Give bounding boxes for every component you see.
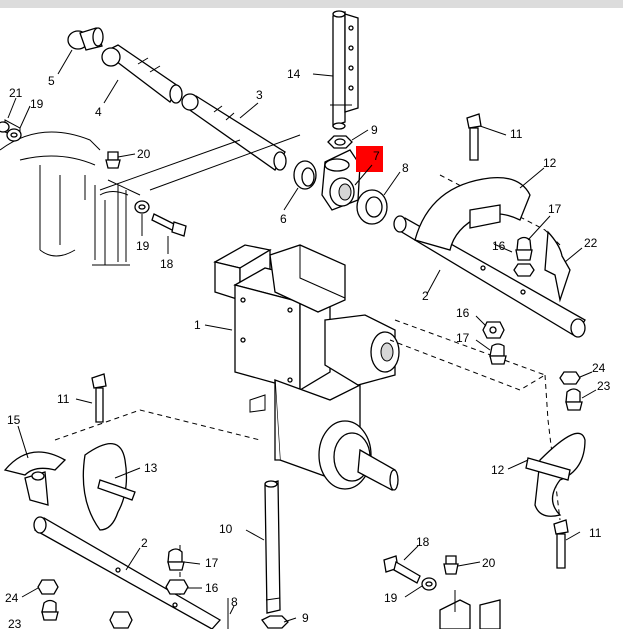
viewer-top-strip (0, 0, 623, 8)
nut-16-mid (482, 321, 505, 339)
callout-21[interactable]: 21 (9, 86, 23, 100)
deflector-13 (82, 443, 136, 531)
cap-nut-23-right (565, 388, 583, 411)
leader-lines (7, 49, 597, 623)
cap-nut-16-top (515, 236, 533, 261)
grease-fitting-20-bottom (443, 555, 459, 575)
washer-19-bottom (421, 577, 437, 591)
frame-fragment-left (0, 119, 141, 266)
callout-23-left[interactable]: 23 (8, 617, 22, 629)
callout-20-top[interactable]: 20 (137, 147, 151, 161)
callout-9-top[interactable]: 9 (371, 123, 378, 137)
callout-11-bottom[interactable]: 11 (589, 526, 602, 540)
bolt-11-top (466, 113, 482, 161)
bushing-6 (293, 160, 317, 190)
callout-6[interactable]: 6 (280, 212, 287, 226)
callout-3[interactable]: 3 (256, 88, 263, 102)
callout-23-right[interactable]: 23 (597, 379, 611, 393)
callout-12-top[interactable]: 12 (543, 156, 557, 170)
callout-17-mid[interactable]: 17 (456, 331, 470, 345)
cap-nut-17-left (167, 548, 185, 571)
pin-5 (67, 27, 104, 51)
callout-4[interactable]: 4 (95, 105, 102, 119)
gearbox-1 (213, 244, 400, 492)
bolt-18-left (151, 213, 187, 237)
bolt-11-bottom (553, 519, 569, 569)
washer-21 (0, 121, 10, 133)
callout-24-right[interactable]: 24 (592, 361, 606, 375)
callout-19-mid[interactable]: 19 (136, 239, 150, 253)
nut-24-right (559, 371, 581, 385)
cap-nut-17-mid (489, 343, 507, 365)
callout-24-left[interactable]: 24 (5, 591, 19, 605)
callout-10[interactable]: 10 (219, 522, 233, 536)
nut-16-left (165, 579, 189, 595)
deflector-12-bottom (525, 432, 586, 517)
callout-5[interactable]: 5 (48, 74, 55, 88)
bearing-8 (356, 189, 388, 225)
callout-16-bottom[interactable]: 16 (205, 581, 219, 595)
callout-22[interactable]: 22 (584, 236, 598, 250)
shaft-4 (101, 44, 183, 104)
deflector-12-top (414, 176, 531, 251)
bolt-18-bottom (383, 555, 421, 584)
callout-16-mid[interactable]: 16 (456, 306, 470, 320)
arm-2-left (33, 516, 222, 629)
tine-22 (544, 230, 571, 303)
nut-17-top (513, 263, 535, 277)
cap-nut-23-left (41, 599, 59, 621)
housing-7 (321, 149, 361, 211)
callout-12-bottom[interactable]: 12 (491, 463, 505, 477)
callout-15[interactable]: 15 (7, 413, 21, 427)
washer-19-left (134, 200, 150, 214)
callout-18-bottom[interactable]: 18 (416, 535, 430, 549)
nut-24-left (37, 579, 59, 595)
grease-fitting-20-top (105, 151, 121, 169)
washer-19-top (6, 128, 22, 142)
callout-8-top[interactable]: 8 (402, 161, 409, 175)
shaft-3 (181, 93, 287, 171)
shaft-10 (264, 480, 281, 614)
nut-bottom-left (109, 611, 133, 629)
callout-19-bottom[interactable]: 19 (384, 591, 398, 605)
centerline-b (99, 139, 241, 191)
callout-17-bottom[interactable]: 17 (205, 556, 219, 570)
frame-outline-2 (389, 319, 547, 391)
callout-16-top[interactable]: 16 (492, 239, 506, 253)
callout-1[interactable]: 1 (194, 318, 201, 332)
callout-11-left[interactable]: 11 (57, 392, 70, 406)
callout-2-top[interactable]: 2 (422, 289, 429, 303)
callout-9-bottom[interactable]: 9 (302, 611, 309, 625)
shaft-14 (330, 10, 359, 130)
callout-18-mid[interactable]: 18 (160, 257, 174, 271)
callout-8-bottom[interactable]: 8 (231, 595, 238, 609)
callout-2-bottom[interactable]: 2 (141, 536, 148, 550)
callout-13[interactable]: 13 (144, 461, 158, 475)
bracket-bottom-right (439, 590, 501, 629)
callout-11-top[interactable]: 11 (510, 127, 523, 141)
frame-outline-4 (54, 409, 261, 441)
callout-20-bottom[interactable]: 20 (482, 556, 496, 570)
callout-17-top[interactable]: 17 (548, 202, 562, 216)
deflector-15 (3, 451, 67, 506)
bolt-11-left (91, 373, 107, 423)
centerline-a (149, 134, 301, 191)
callout-labels: 5 4 3 14 21 19 20 9 7 8 11 12 6 19 18 17… (5, 67, 611, 629)
callout-14[interactable]: 14 (287, 67, 301, 81)
nut-9-bottom (261, 615, 289, 629)
callout-19-top[interactable]: 19 (30, 97, 44, 111)
nut-9-top (327, 135, 353, 149)
callout-7[interactable]: 7 (373, 149, 380, 163)
